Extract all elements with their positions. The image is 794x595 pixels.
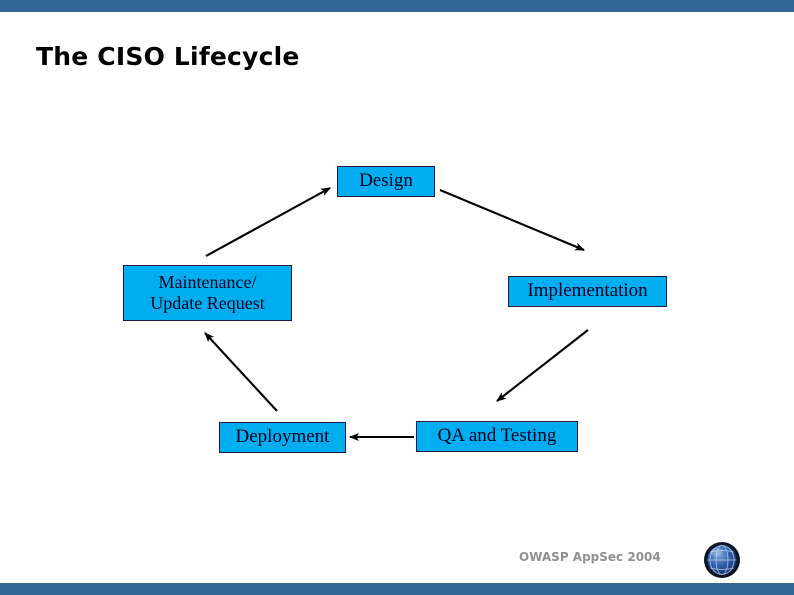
node-design[interactable]: Design: [337, 166, 435, 197]
top-accent-bar: [0, 0, 794, 12]
owasp-globe-icon: [704, 542, 740, 578]
edge-deployment-to-maintenance: [204, 332, 278, 412]
node-implementation-label: Implementation: [527, 280, 648, 302]
node-deployment-label: Deployment: [235, 426, 330, 448]
edge-implementation-to-qa: [496, 329, 589, 402]
edge-maintenance-to-design: [205, 187, 331, 257]
node-design-label: Design: [359, 170, 413, 192]
node-qa-and-testing-label: QA and Testing: [437, 425, 557, 447]
edge-design-to-implementation: [439, 189, 585, 251]
page-title: The CISO Lifecycle: [36, 42, 300, 71]
node-implementation[interactable]: Implementation: [508, 276, 667, 307]
node-qa-and-testing[interactable]: QA and Testing: [416, 421, 578, 452]
node-maintenance-update-request[interactable]: Maintenance/ Update Request: [123, 265, 292, 321]
bottom-accent-bar: [0, 583, 794, 595]
node-deployment[interactable]: Deployment: [219, 422, 346, 453]
footer-conference-label: OWASP AppSec 2004: [519, 550, 661, 564]
node-maintenance-label-line1: Maintenance/: [158, 271, 257, 292]
node-maintenance-label-line2: Update Request: [150, 293, 265, 313]
